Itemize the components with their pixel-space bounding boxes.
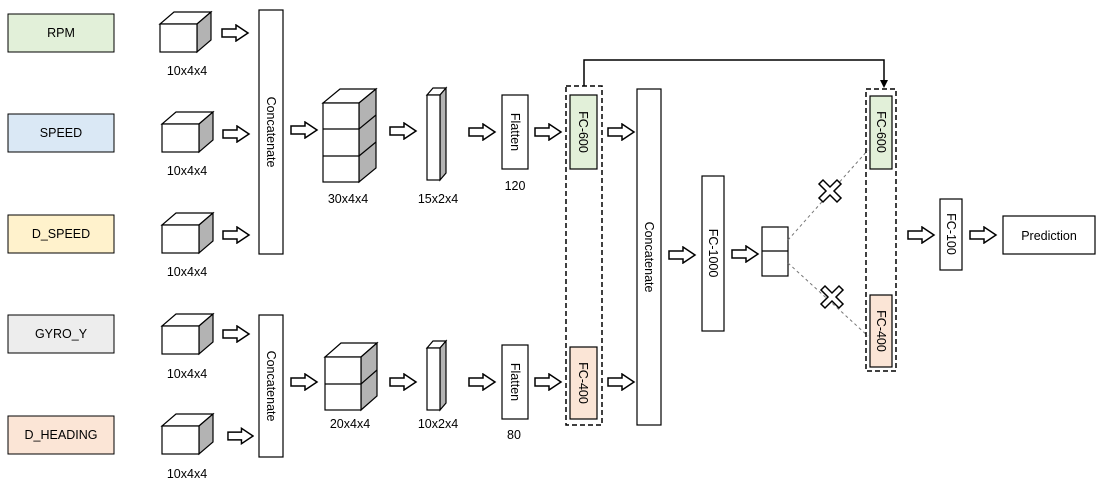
bottom-stack-block <box>323 341 379 412</box>
arrow-bottom-fc-to-merge-concat <box>607 373 635 391</box>
input-cube-d-heading-dims: 10x4x4 <box>167 467 207 481</box>
input-rpm: RPM <box>7 13 115 53</box>
top-flatten-block: Flatten <box>501 94 529 170</box>
arrow-top-slab-to-flatten <box>468 123 496 141</box>
top-fc-600-block: FC-600 <box>569 94 598 170</box>
right-fc-group-border <box>865 88 897 372</box>
arrow-d-speed-to-concat <box>222 226 250 244</box>
bottom-fc-400-block: FC-400 <box>569 346 598 420</box>
arrow-bottom-flatten-to-fc <box>534 373 562 391</box>
top-concatenate-block: Concatenate <box>258 9 284 255</box>
input-cube-speed-dims: 10x4x4 <box>167 164 207 178</box>
arrow-bottom-stack-to-slab <box>389 373 417 391</box>
top-slab-block <box>425 86 448 182</box>
input-cube-gyro-y <box>160 312 215 356</box>
input-speed: SPEED <box>7 113 115 153</box>
input-cube-d-speed <box>160 211 215 255</box>
top-concatenate-label: Concatenate <box>264 97 278 168</box>
arrow-speed-to-concat <box>222 125 250 143</box>
top-stack-dims: 30x4x4 <box>328 192 368 206</box>
fc-100-block: FC-100 <box>939 198 963 271</box>
arrow-merge-concat-to-fc1000 <box>668 246 696 264</box>
split-block <box>761 226 789 277</box>
top-flatten-size: 120 <box>505 179 526 193</box>
bottom-slab-block <box>425 339 448 412</box>
skip-connection-arrow <box>583 59 888 88</box>
top-stack-block <box>321 87 378 184</box>
input-cube-gyro-y-dims: 10x4x4 <box>167 367 207 381</box>
arrow-fc100-to-prediction <box>969 226 997 244</box>
input-d-heading: D_HEADING <box>7 415 115 455</box>
fc-100-label: FC-100 <box>944 213 958 255</box>
input-d-speed-label: D_SPEED <box>32 227 90 241</box>
arrow-top-flatten-to-fc <box>534 123 562 141</box>
prediction-label: Prediction <box>1021 229 1077 243</box>
bottom-concatenate-label: Concatenate <box>264 351 278 422</box>
bottom-fc-400-label: FC-400 <box>576 362 590 404</box>
top-slab-dims: 15x2x4 <box>418 192 458 206</box>
bottom-slab-dims: 10x2x4 <box>418 417 458 431</box>
bottom-concatenate-block: Concatenate <box>258 314 284 458</box>
dropout-cross-bottom-icon <box>819 284 845 310</box>
merge-concatenate-label: Concatenate <box>642 222 656 293</box>
dropout-fc-400-block: FC-400 <box>869 294 893 368</box>
arrow-top-fc-to-merge-concat <box>607 123 635 141</box>
input-cube-rpm <box>158 10 213 54</box>
dropout-fc-600-label: FC-600 <box>874 111 888 153</box>
fc-1000-block: FC-1000 <box>701 175 725 332</box>
prediction-block: Prediction <box>1002 215 1096 255</box>
input-speed-label: SPEED <box>40 126 82 140</box>
input-cube-d-speed-dims: 10x4x4 <box>167 265 207 279</box>
bottom-flatten-block: Flatten <box>501 344 529 420</box>
arrow-fc1000-to-split <box>731 245 759 263</box>
input-d-speed: D_SPEED <box>7 214 115 254</box>
dropout-fc-400-label: FC-400 <box>874 310 888 352</box>
arrow-top-stack-to-slab <box>389 122 417 140</box>
merge-concatenate-block: Concatenate <box>636 88 662 426</box>
input-rpm-label: RPM <box>47 26 75 40</box>
arrow-bottom-slab-to-flatten <box>468 373 496 391</box>
bottom-stack-dims: 20x4x4 <box>330 417 370 431</box>
arrow-d-heading-to-concat <box>227 427 254 445</box>
input-gyro-y: GYRO_Y <box>7 314 115 354</box>
dropout-cross-top-icon <box>817 178 843 204</box>
input-cube-rpm-dims: 10x4x4 <box>167 64 207 78</box>
dropout-fc-600-block: FC-600 <box>869 95 893 170</box>
bottom-flatten-label: Flatten <box>508 363 522 401</box>
input-cube-speed <box>160 110 215 154</box>
arrow-right-group-to-fc100 <box>907 226 935 244</box>
input-cube-d-heading <box>160 412 215 456</box>
bottom-flatten-size: 80 <box>507 428 521 442</box>
arrow-rpm-to-concat <box>221 24 249 42</box>
top-fc-600-label: FC-600 <box>576 111 590 153</box>
arrow-bottom-concat-to-stack <box>290 373 318 391</box>
arrow-top-concat-to-stack <box>290 121 318 139</box>
input-gyro-y-label: GYRO_Y <box>35 327 88 341</box>
fc-1000-label: FC-1000 <box>706 229 720 278</box>
input-d-heading-label: D_HEADING <box>25 428 98 442</box>
top-flatten-label: Flatten <box>508 113 522 151</box>
arrow-gyro-y-to-concat <box>222 325 250 343</box>
